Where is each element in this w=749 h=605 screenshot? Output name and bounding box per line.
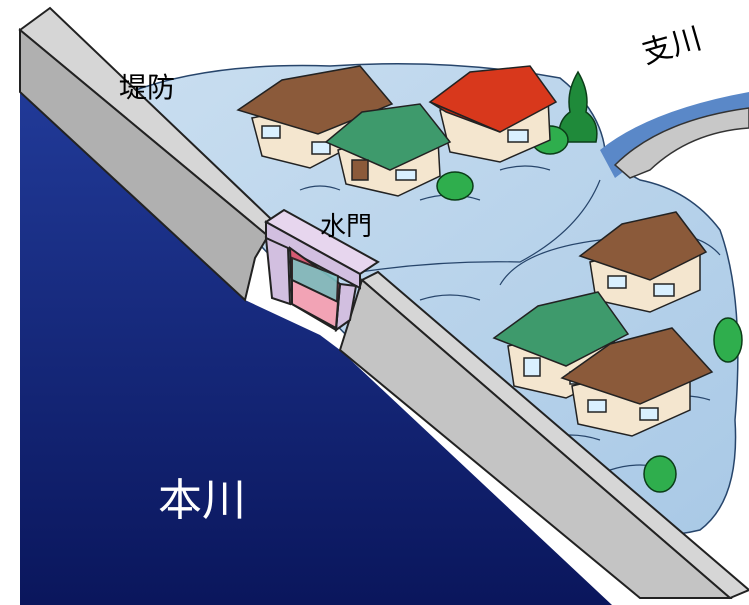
house-green-roof-top <box>324 103 452 197</box>
bush-4 <box>713 317 743 363</box>
house-brown-roof-right <box>578 211 708 313</box>
main-river-label: 本川 <box>158 475 246 526</box>
house-red-roof <box>428 65 558 163</box>
flood-water-inner-boundary <box>359 179 601 273</box>
bush-3 <box>643 455 677 493</box>
house-brown-roof-top-left <box>236 65 394 169</box>
bush-2 <box>436 171 474 201</box>
levee-slope-upper <box>19 27 270 302</box>
floodgate-label: 水門 <box>320 212 373 242</box>
levee <box>18 6 749 600</box>
tree-top-right <box>558 70 598 143</box>
levee-slope-lower <box>338 278 733 599</box>
tributary-levee <box>613 107 749 179</box>
floodgate <box>264 208 380 333</box>
main-river <box>20 90 612 605</box>
levee-label: 堤防 <box>119 71 176 104</box>
house-brown-roof-bottom <box>560 327 714 437</box>
